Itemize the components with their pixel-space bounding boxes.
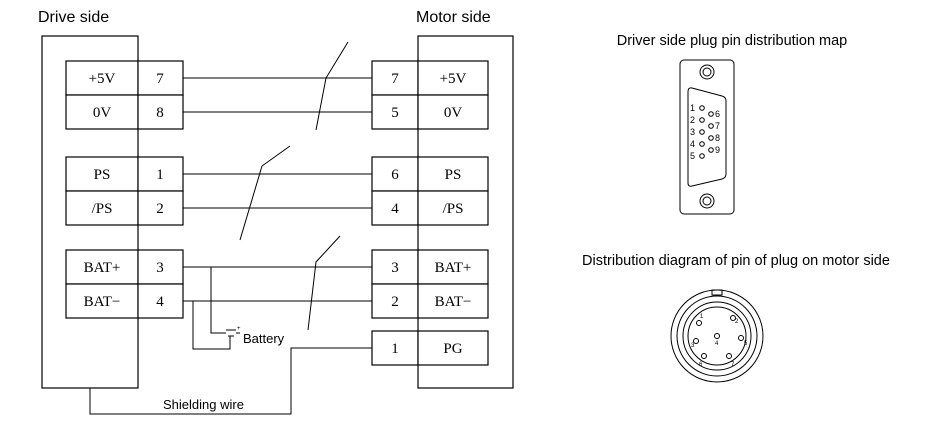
round-pin-label: 5 (744, 341, 748, 347)
wire-pair-power (183, 41, 372, 131)
db9-pin-label: 2 (690, 115, 695, 125)
motor-row-signal: BAT− (435, 294, 472, 310)
drive-row-4: /PS 2 (65, 190, 184, 226)
motor-row-signal: 0V (444, 105, 463, 121)
motor-row-signal: PS (445, 167, 462, 183)
drive-row-pin: 2 (156, 201, 164, 217)
db9-pin-label: 5 (690, 151, 695, 161)
drive-row-signal: PS (94, 167, 111, 183)
wire-pair-battery (183, 235, 372, 331)
round-pin-label: 6 (699, 362, 703, 368)
round-pin-label: 1 (700, 314, 704, 320)
drive-row-signal: /PS (92, 201, 113, 217)
drive-row-signal: BAT− (84, 294, 121, 310)
db9-pin-label: 6 (715, 109, 720, 119)
drive-side-heading: Drive side (38, 9, 109, 26)
db9-connector: 1 2 3 4 5 6 7 8 9 (679, 59, 735, 215)
drive-row-pin: 7 (156, 71, 164, 87)
drive-row-2: 0V 8 (65, 94, 184, 130)
battery-circuit: + Battery (192, 267, 285, 350)
motor-row-signal: BAT+ (435, 260, 472, 276)
drive-row-3: PS 1 (65, 156, 184, 192)
motor-row-pin: 2 (391, 294, 399, 310)
round-connector: 1 2 3 4 5 6 7 (670, 289, 764, 383)
drive-row-signal: BAT+ (84, 260, 121, 276)
motor-side-heading: Motor side (416, 9, 491, 26)
motor-plug-title: Distribution diagram of pin of plug on m… (582, 253, 890, 269)
drive-row-pin: 3 (156, 260, 164, 276)
drive-row-pin: 4 (156, 294, 164, 310)
motor-row-pin: 7 (391, 71, 399, 87)
db9-pin-label: 8 (715, 133, 720, 143)
db9-pin-label: 4 (690, 139, 695, 149)
battery-plus-sign: + (237, 326, 241, 332)
drive-row-6: BAT− 4 (65, 283, 184, 319)
driver-plug-title: Driver side plug pin distribution map (617, 33, 848, 49)
motor-row-4: 4 /PS (371, 190, 489, 226)
motor-row-signal: PG (443, 341, 462, 357)
motor-row-1: 7 +5V (371, 60, 489, 96)
db9-pin-label: 3 (690, 127, 695, 137)
shielding-wire-label: Shielding wire (163, 397, 244, 412)
motor-row-pin: 6 (391, 167, 399, 183)
drive-row-pin: 1 (156, 167, 164, 183)
drive-row-pin: 8 (156, 105, 164, 121)
motor-row-pin: 4 (391, 201, 399, 217)
round-pin-label: 3 (691, 343, 695, 349)
motor-row-6: 2 BAT− (371, 283, 489, 319)
wire-pair-signal (183, 145, 372, 241)
round-pin-label: 7 (731, 362, 735, 368)
db9-pin-label: 9 (715, 145, 720, 155)
drive-row-5: BAT+ 3 (65, 249, 184, 285)
motor-row-5: 3 BAT+ (371, 249, 489, 285)
drive-row-1: +5V 7 (65, 60, 184, 96)
round-pin-label: 4 (715, 341, 719, 347)
shield-wire: Shielding wire (89, 347, 372, 415)
motor-row-pin: 5 (391, 105, 399, 121)
motor-row-pin: 3 (391, 260, 399, 276)
motor-row-pin: 1 (391, 341, 399, 357)
motor-row-signal: /PS (443, 201, 464, 217)
motor-row-3: 6 PS (371, 156, 489, 192)
motor-row-2: 5 0V (371, 94, 489, 130)
round-pin-label: 2 (735, 319, 739, 325)
motor-row-7: 1 PG (371, 330, 489, 366)
drive-row-signal: 0V (93, 105, 112, 121)
drive-row-signal: +5V (89, 71, 116, 87)
db9-pin-label: 1 (690, 103, 695, 113)
battery-label: Battery (243, 331, 285, 346)
motor-row-signal: +5V (440, 71, 467, 87)
db9-pin-label: 7 (715, 121, 720, 131)
